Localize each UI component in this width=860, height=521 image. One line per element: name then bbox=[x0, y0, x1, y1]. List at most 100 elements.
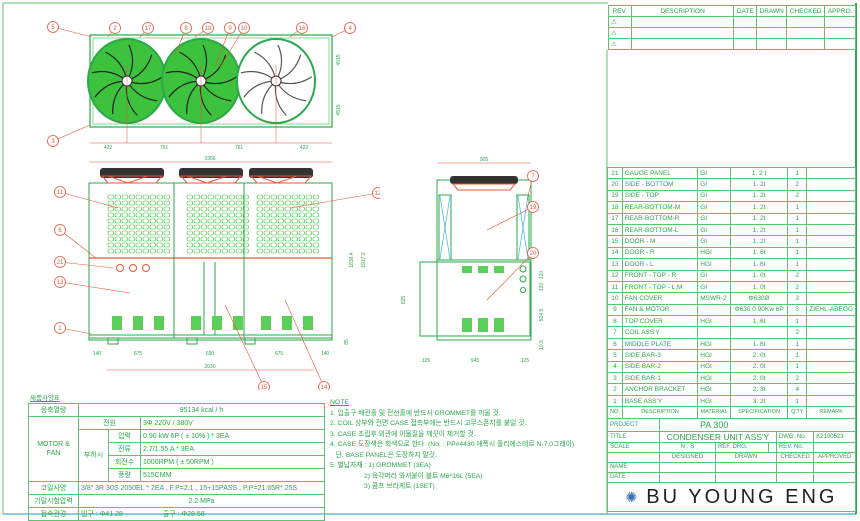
callout-balloon bbox=[344, 22, 356, 34]
part-material: HGI bbox=[697, 246, 731, 260]
callout-balloon bbox=[54, 224, 66, 236]
part-remark bbox=[806, 178, 856, 191]
part-material: HGI bbox=[697, 394, 731, 408]
callout-balloon bbox=[527, 170, 539, 182]
dimension-label: 761 bbox=[160, 145, 169, 151]
part-no: 2 bbox=[607, 383, 623, 396]
rev-header: DATE bbox=[733, 5, 758, 17]
callout-number: 8 bbox=[184, 26, 188, 32]
note-item: 5. 별납자재 : 1) GROMMET (3EA) bbox=[330, 462, 431, 469]
checked-header: CHECKED bbox=[775, 452, 815, 463]
part-spec: 2. 0t bbox=[729, 349, 789, 362]
title-value: CONDENSER UNIT ASS'Y bbox=[659, 431, 777, 443]
part-qty: 1 bbox=[787, 223, 808, 237]
callout-balloon bbox=[47, 21, 59, 33]
dimension-label: 945 bbox=[471, 358, 480, 364]
rpm-value: 1000RPM ( ± 50RPM ) bbox=[140, 455, 325, 469]
part-remark bbox=[806, 383, 856, 396]
part-qty: 2 bbox=[787, 269, 808, 282]
part-material bbox=[697, 326, 731, 339]
part-spec: 1. 6t bbox=[729, 315, 789, 328]
part-material: GI bbox=[697, 280, 731, 294]
callout-number: 19 bbox=[530, 205, 537, 211]
part-remark bbox=[806, 315, 856, 328]
part-material: GI bbox=[697, 166, 731, 180]
callout-balloon bbox=[296, 22, 308, 34]
dimension-label: 85 bbox=[344, 339, 350, 345]
part-remark bbox=[806, 280, 856, 294]
part-qty: 1 bbox=[787, 394, 808, 408]
airflow-label: 풍량 bbox=[108, 468, 141, 482]
callout-balloon bbox=[54, 256, 66, 268]
cabinet-outline bbox=[88, 182, 333, 339]
part-spec: 1. 0t bbox=[729, 269, 789, 282]
parts-header: REMARK bbox=[806, 406, 856, 419]
part-material: GI bbox=[697, 201, 731, 214]
rev-header: APPRO. bbox=[824, 5, 856, 17]
motor-label: MOTOR & FAN bbox=[28, 416, 79, 482]
current-label: 전류 bbox=[108, 442, 141, 456]
part-material: HGI bbox=[697, 315, 731, 328]
part-description: DOOR - L bbox=[621, 258, 699, 271]
part-remark: ZIEHL-ABEGG bbox=[806, 303, 856, 317]
callout-number: 16 bbox=[299, 26, 306, 32]
part-description: TOP COVER bbox=[621, 315, 699, 328]
part-description: BASE ASS'Y bbox=[621, 394, 699, 408]
callout-number: 5 bbox=[51, 25, 55, 31]
company-name: BU YOUNG ENG bbox=[646, 485, 838, 508]
part-remark bbox=[806, 292, 856, 305]
dimension-label: 1836.4 bbox=[349, 252, 355, 268]
part-spec: 1. 6t bbox=[729, 246, 789, 260]
part-qty: 1 bbox=[787, 337, 808, 351]
gauge-icon bbox=[116, 264, 124, 272]
dimension-label: 1917.2 bbox=[361, 252, 367, 268]
parts-header: Q'TY bbox=[787, 406, 808, 419]
revision-triangle-icon: ⚠ bbox=[608, 38, 632, 50]
part-spec: 1. 2t bbox=[729, 178, 789, 191]
callout-balloon bbox=[54, 322, 66, 334]
part-description: ANCHOR BRACKET bbox=[621, 383, 699, 396]
part-qty: 4 bbox=[787, 383, 808, 396]
part-description: SIDE BAR-2 bbox=[621, 360, 699, 374]
rpm-label: 회전수 bbox=[108, 455, 141, 469]
part-qty: 1 bbox=[787, 235, 808, 248]
dimension-label: 2030 bbox=[204, 364, 215, 370]
coil-label: 코일사양 bbox=[28, 481, 79, 495]
callout-number: 10 bbox=[241, 26, 248, 32]
part-no: 19 bbox=[607, 189, 623, 203]
scale-value: N : S bbox=[659, 442, 716, 453]
part-remark bbox=[806, 349, 856, 362]
part-material bbox=[697, 303, 731, 317]
callout-balloon bbox=[258, 381, 270, 390]
part-no: 11 bbox=[607, 280, 623, 294]
callout-number: 17 bbox=[145, 26, 152, 32]
callout-balloon bbox=[238, 22, 250, 34]
ref-drg-label: REF. DRG. bbox=[714, 442, 770, 453]
part-remark bbox=[806, 372, 856, 385]
dimension-label: 905 bbox=[480, 157, 489, 163]
rev-row: ⚠ bbox=[608, 38, 856, 50]
note-item: 3. CASE 조립후 외관에 이물질을 깨끗이 제거할 것. bbox=[330, 430, 476, 438]
part-description: MIDDLE PLATE bbox=[621, 337, 699, 351]
part-qty: 2 bbox=[787, 326, 808, 339]
part-qty: 2 bbox=[787, 280, 808, 294]
callout-number: 11 bbox=[57, 190, 64, 196]
part-no: 20 bbox=[607, 178, 623, 191]
part-remark bbox=[806, 337, 856, 351]
part-spec: 1. 2t bbox=[729, 201, 789, 214]
dimension-label: 10.5 bbox=[539, 340, 545, 350]
rev-header: REV. bbox=[608, 5, 632, 17]
pipe-inlet: 입구 : Φ41.28 bbox=[81, 510, 123, 518]
part-spec: 1. 2t bbox=[729, 189, 789, 203]
part-no: 12 bbox=[607, 269, 623, 282]
note-item: 2) 육각머리 와셔붙이 볼트 M6*16L (5EA) bbox=[330, 472, 483, 480]
dimension-label: 125 bbox=[521, 358, 530, 364]
